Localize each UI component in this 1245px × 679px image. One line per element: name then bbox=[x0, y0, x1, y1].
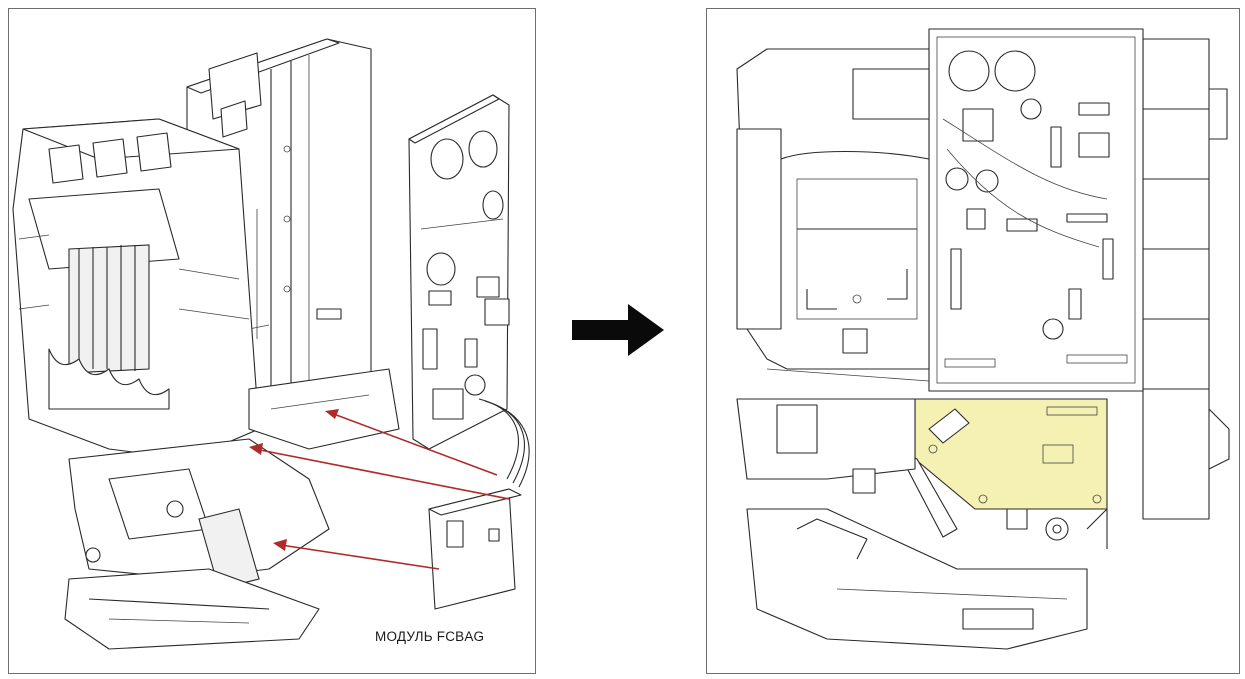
fcbag-module-label: МОДУЛЬ FCBAG bbox=[375, 629, 485, 644]
lower-assembly bbox=[736, 398, 1108, 650]
fcbag-module-installed bbox=[896, 398, 1108, 538]
left-housing bbox=[736, 48, 930, 382]
exploded-view-panel: МОДУЛЬ FCBAG bbox=[8, 8, 536, 674]
fcbag-module bbox=[428, 488, 522, 610]
assembled-view-drawing bbox=[736, 28, 1230, 650]
assembled-view-panel bbox=[706, 8, 1240, 674]
base-assembly bbox=[64, 368, 400, 650]
coin-mechanism bbox=[12, 118, 260, 460]
ribbon-cable bbox=[478, 398, 530, 488]
side-panels bbox=[1142, 38, 1230, 520]
circuit-board bbox=[408, 94, 510, 450]
red-arrow-icon bbox=[249, 409, 510, 570]
main-board bbox=[928, 28, 1144, 392]
right-arrow-icon bbox=[572, 304, 664, 361]
exploded-view-drawing bbox=[12, 38, 530, 650]
